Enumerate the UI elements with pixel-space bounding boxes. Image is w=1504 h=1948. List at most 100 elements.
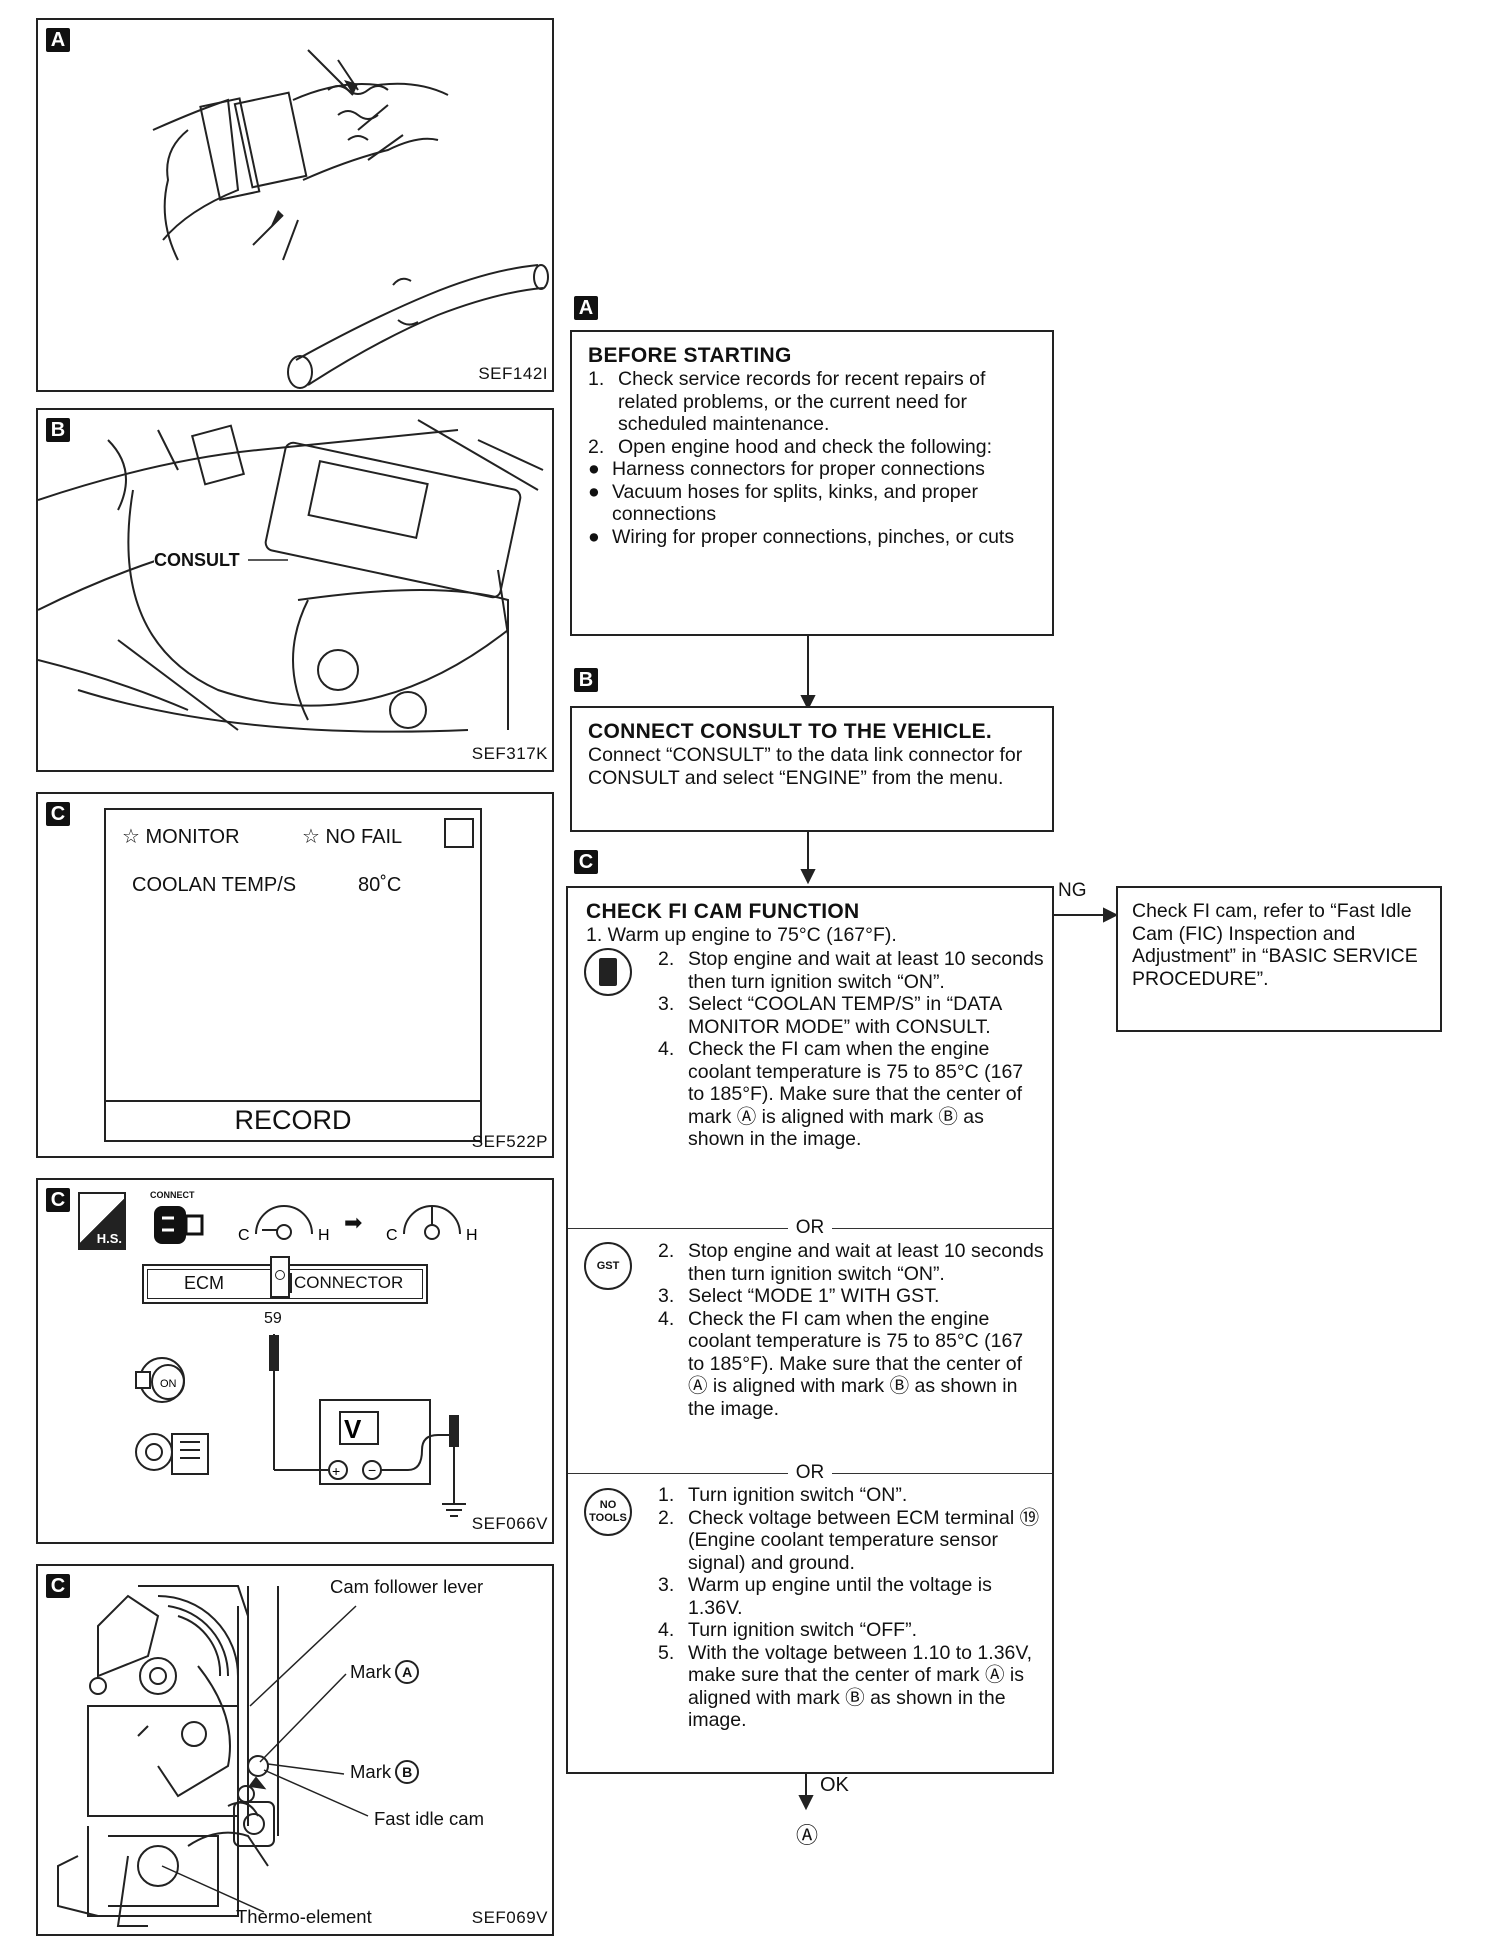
step-item: 2.Stop engine and wait at least 10 secon… [658,948,1044,993]
no-tools-method-steps: 1.Turn ignition switch “ON”. 2.Check vol… [658,1484,1044,1732]
check-fi-cam-title: CHECK FI CAM FUNCTION [586,900,860,923]
bullet-item: ●Wiring for proper connections, pinches,… [588,525,1015,548]
mark-a-callout: Mark A [350,1660,420,1684]
panel-badge-c: C [46,802,70,826]
next-step-reference: Ⓐ [796,1823,819,1848]
step-item: 3.Select “MODE 1” WITH GST. [658,1285,940,1307]
mark-a-symbol: A [395,1660,420,1684]
step-item: 2.Open engine hood and check the followi… [588,435,993,458]
bullet-item: ●Vacuum hoses for splits, kinks, and pro… [588,480,978,526]
step-item: 4.Check the FI cam when the engine coola… [658,1038,1024,1150]
or-separator: OR [568,1217,1052,1238]
terminal-number: 59 [264,1310,282,1327]
ignition-key-on-icon: ON [135,1357,185,1403]
voltmeter-circuit: V + − [269,1334,466,1517]
no-tools-method-icon: NO TOOLS [584,1488,632,1536]
figure-panel-c-monitor: C ☆ MONITOR ☆ NO FAIL COOLAN TEMP/S 80˚C… [36,792,554,1158]
mark-a-label: Mark [350,1661,392,1682]
or-separator: OR [568,1462,1052,1483]
gauge-h: H [318,1227,330,1244]
before-starting-box: BEFORE STARTING 1.Check service records … [570,330,1054,636]
check-fi-cam-box: CHECK FI CAM FUNCTION 1. Warm up engine … [566,886,1054,1774]
figure-panel-c-cam: C [36,1564,554,1936]
ecm-label: ECM [184,1273,224,1293]
consult-method-steps: 2.Stop engine and wait at least 10 secon… [658,948,1044,1151]
panel-badge-a: A [46,28,70,52]
figure-code: SEF069V [471,1908,548,1927]
ok-label: OK [820,1774,849,1796]
connector-hose-illustration [152,49,549,389]
monitor-item-value: 80˚C [358,874,402,896]
warm-up-step: 1. Warm up engine to 75°C (167°F). [586,924,897,946]
nofail-checkbox [444,818,474,848]
step-item: 2.Check voltage between ECM terminal ⑲ (… [658,1506,1040,1574]
monitor-item-label: COOLAN TEMP/S [132,874,297,896]
consult-callout: CONSULT [154,550,240,571]
svg-text:+: + [332,1463,340,1479]
no-fail-label: ☆ NO FAIL [302,826,403,848]
step-item: 5.With the voltage between 1.10 to 1.36V… [658,1641,1033,1732]
key-on-label: ON [160,1378,177,1390]
figure-code: SEF317K [471,744,548,763]
ecm-connector-diagram: ECM CONNECTOR [142,1256,428,1304]
step-item: 3.Select “COOLAN TEMP/S” in “DATA MONITO… [658,993,1002,1038]
temp-gauge-cold-icon: C H [238,1205,330,1244]
cam-follower-label: Cam follower lever [330,1576,484,1597]
panel-badge-b: B [46,418,70,442]
monitor-label: ☆ MONITOR [122,826,240,848]
step-item: 2.Stop engine and wait at least 10 secon… [658,1240,1044,1285]
gst-method-steps: 2.Stop engine and wait at least 10 secon… [658,1240,1044,1420]
connect-plug-icon [154,1206,204,1244]
hs-icon: H.S. [78,1192,126,1250]
mark-b-callout: Mark B [350,1760,420,1784]
temp-gauge-normal-icon: C H [386,1205,478,1244]
figure-panel-a: A SEF142I [36,18,554,392]
flow-badge-a: A [574,296,598,320]
terminal-pin [270,1256,290,1298]
ng-label: NG [1058,880,1087,901]
mark-b-label: Mark [350,1761,392,1782]
gauge-c: C [238,1227,250,1244]
connect-consult-text: Connect “CONSULT” to the data link conne… [588,744,1023,789]
panel-badge-c: C [46,1574,70,1598]
figure-code: SEF066V [471,1514,548,1533]
figure-panel-c-voltage: C H.S. CONNECT C H ➡ C H ECM CONNECTOR 5… [36,1178,554,1544]
consult-screen: ☆ MONITOR ☆ NO FAIL COOLAN TEMP/S 80˚C R… [104,808,482,1142]
hs-label: H.S. [96,1231,122,1246]
fast-idle-cam-label: Fast idle cam [374,1808,485,1829]
panel-badge-c: C [46,1188,70,1212]
ng-result-text: Check FI cam, refer to “Fast Idle Cam (F… [1132,900,1418,990]
step-item: 1.Turn ignition switch “ON”. [658,1484,908,1506]
gauge-c: C [386,1227,398,1244]
step-item: 4.Turn ignition switch “OFF”. [658,1619,917,1641]
bullet-item: ●Harness connectors for proper connectio… [588,458,985,480]
before-starting-title: BEFORE STARTING [588,344,792,367]
connect-consult-title: CONNECT CONSULT TO THE VEHICLE. [588,720,993,743]
figure-code: SEF522P [471,1132,548,1151]
mark-b-symbol: B [395,1760,420,1784]
consult-method-icon [584,948,632,996]
figure-panel-b: B CONSULT SEF317K [36,408,554,772]
arrow-right-icon: ➡ [344,1210,363,1235]
connector-label: CONNECTOR [290,1273,403,1293]
gauge-h: H [466,1227,478,1244]
or-label: OR [787,1462,833,1483]
connect-label: CONNECT [150,1190,195,1200]
connect-consult-box: CONNECT CONSULT TO THE VEHICLE. Connect … [570,706,1054,832]
meter-label: V [344,1414,362,1444]
engine-running-icon [135,1433,209,1475]
svg-text:−: − [368,1462,376,1478]
or-label: OR [787,1217,833,1238]
step-item: 4.Check the FI cam when the engine coola… [658,1307,1024,1420]
gst-method-icon: GST [584,1242,632,1290]
figure-code: SEF142I [478,364,548,383]
ng-result-box: Check FI cam, refer to “Fast Idle Cam (F… [1116,886,1442,1032]
thermo-element-label: Thermo-element [236,1906,372,1927]
consult-vehicle-illustration [38,419,544,733]
step-item: 1.Check service records for recent repai… [588,368,986,435]
record-button[interactable]: RECORD [104,1100,482,1142]
step-item: 3.Warm up engine until the voltage is 1.… [658,1574,992,1619]
flow-badge-c: C [574,850,598,874]
flow-badge-b: B [574,668,598,692]
fi-cam-illustration [57,1585,369,1927]
